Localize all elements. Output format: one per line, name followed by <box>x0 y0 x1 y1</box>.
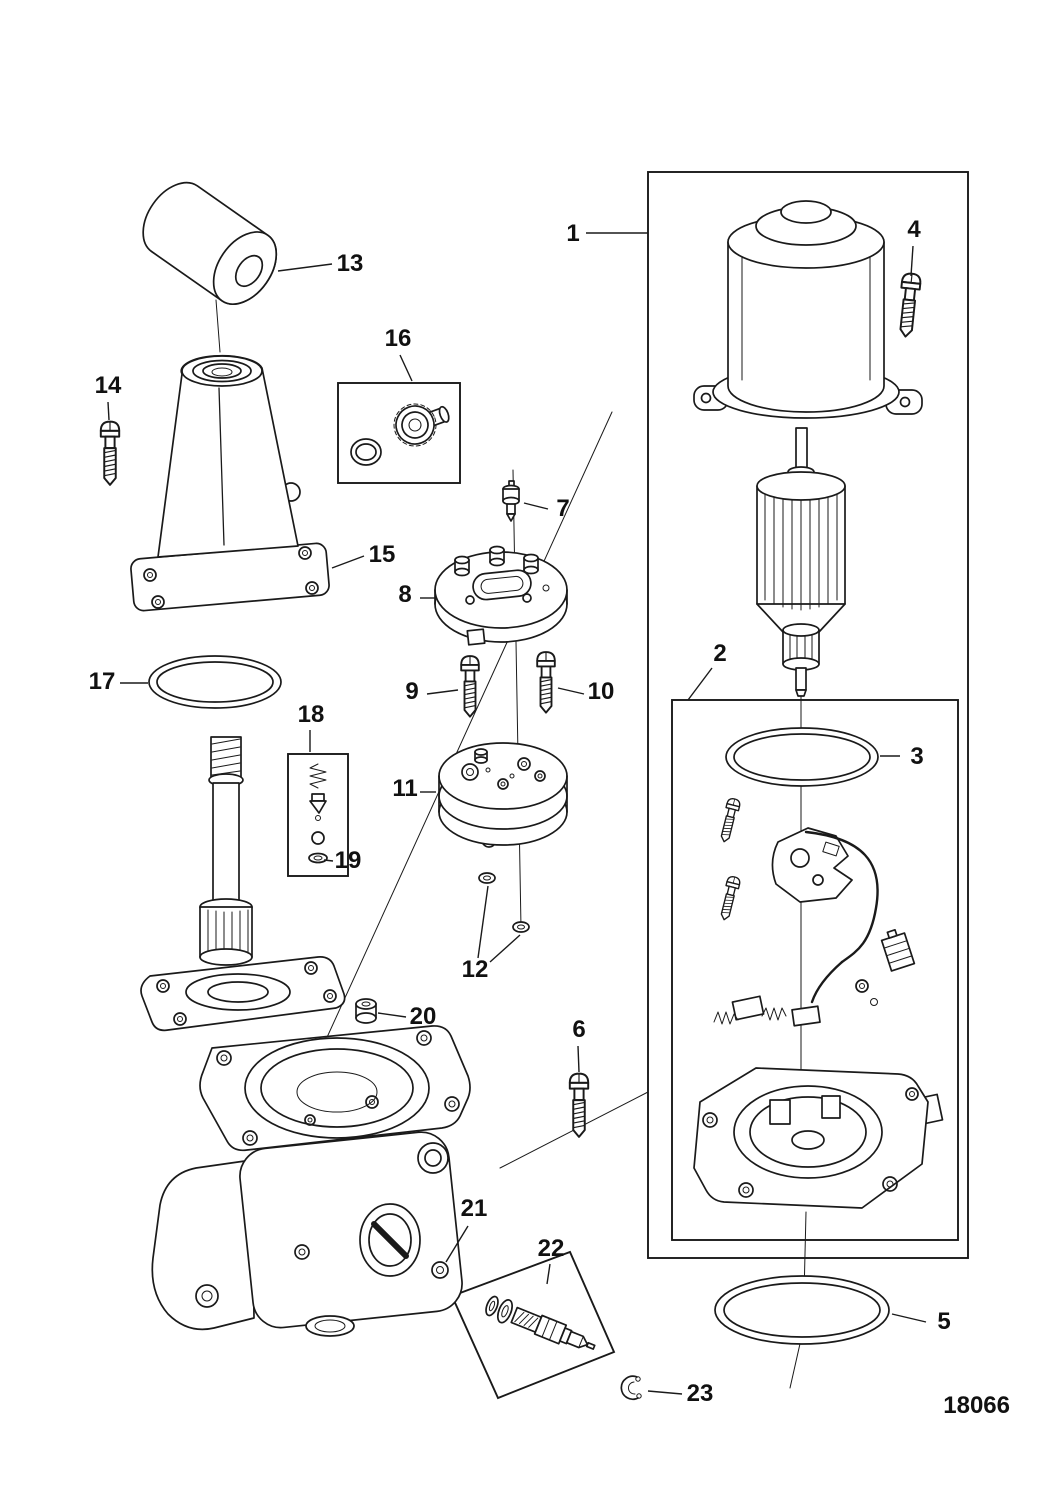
callout-14-label: 14 <box>95 372 122 399</box>
callout-7-label: 7 <box>556 495 569 522</box>
callout-3-label: 3 <box>910 743 923 770</box>
callout-9: 9 <box>405 678 459 705</box>
callout-11: 11 <box>392 775 436 802</box>
part-13-cap <box>142 181 278 305</box>
kit-16-box <box>337 382 461 484</box>
valve-spring <box>309 763 327 789</box>
callout-23-label: 23 <box>687 1380 714 1407</box>
callout-10: 10 <box>557 678 615 705</box>
part-4-screw <box>895 271 923 339</box>
callout-10-label: 10 <box>588 678 615 705</box>
callout-11-label: 11 <box>392 775 417 802</box>
kit-22-valve-assembly <box>485 1295 596 1350</box>
part-20-fitting <box>355 998 377 1024</box>
motor-armature <box>756 427 846 697</box>
callout-21-label: 21 <box>461 1195 488 1222</box>
assembly-1-box <box>647 171 969 1259</box>
part-10-screw <box>536 651 556 714</box>
callout-5-label: 5 <box>937 1308 950 1335</box>
callout-13: 13 <box>277 250 364 277</box>
part-8-end-plate <box>434 545 568 646</box>
part-14-screw <box>99 420 121 486</box>
brush-retainer <box>771 827 853 903</box>
callout-23: 23 <box>647 1380 714 1407</box>
callout-22: 22 <box>538 1235 565 1285</box>
part-23-retaining-ring <box>620 1375 642 1401</box>
callout-3: 3 <box>880 743 924 770</box>
callout-2: 2 <box>687 640 727 701</box>
part-16-fill-cap <box>393 403 450 447</box>
housing-mount-bracket <box>151 1159 255 1331</box>
callout-17-label: 17 <box>89 668 116 695</box>
manifold-ports <box>461 748 546 790</box>
callout-15-label: 15 <box>369 541 396 568</box>
pump-shaft <box>199 736 253 966</box>
brush-plate-screw-a <box>717 796 742 844</box>
callout-18-label: 18 <box>298 701 325 728</box>
callout-14: 14 <box>95 372 122 421</box>
callout-15: 15 <box>331 541 396 569</box>
callout-6: 6 <box>572 1016 586 1073</box>
part-16-o-ring <box>350 438 382 466</box>
part-5-o-ring <box>714 1275 890 1345</box>
assembly-2-box <box>671 699 959 1241</box>
motor-end-frame <box>693 1067 944 1209</box>
part-6-screw <box>568 1072 590 1138</box>
part-15-reservoir-cover <box>130 354 330 612</box>
drawing-number: 18066 <box>943 1392 1010 1419</box>
callout-22-label: 22 <box>538 1235 565 1262</box>
kit-22-box <box>450 1250 616 1400</box>
kit-16-fill-cap <box>350 403 450 466</box>
callout-20: 20 <box>377 1003 437 1030</box>
brush-plate-assembly <box>713 796 916 1027</box>
housing-bottom-port <box>305 1315 355 1337</box>
callout-16: 16 <box>385 325 413 382</box>
kit-18-box <box>287 753 349 877</box>
callout-16-label: 16 <box>385 325 412 352</box>
callout-1-label: 1 <box>566 220 579 247</box>
terminal-connector <box>880 928 916 972</box>
callout-19: 19 <box>323 847 362 874</box>
brush-lead-wire <box>804 830 879 964</box>
callout-4-label: 4 <box>907 216 921 243</box>
valve-poppet <box>311 793 325 802</box>
callout-4: 4 <box>907 216 921 277</box>
valve-seat <box>308 852 328 864</box>
callout-7: 7 <box>523 495 570 522</box>
motor-end-cap <box>693 200 923 419</box>
check-ball <box>311 831 325 845</box>
callout-19-label: 19 <box>335 847 362 874</box>
callout-6-label: 6 <box>572 1016 585 1043</box>
callout-8: 8 <box>398 581 436 608</box>
callout-12: 12 <box>462 885 521 983</box>
callout-5: 5 <box>891 1308 951 1335</box>
kit-18-19-valve-components <box>308 763 328 864</box>
callout-9-label: 9 <box>405 678 418 705</box>
part-12-washers <box>478 872 530 933</box>
part-21-nut <box>431 1261 449 1279</box>
part-17-o-ring <box>148 655 282 709</box>
callout-1: 1 <box>566 220 648 247</box>
callout-12-label: 12 <box>462 956 489 983</box>
callout-2-label: 2 <box>713 640 726 667</box>
end-plate-studs <box>454 545 539 577</box>
brush-plate-screw-b <box>717 874 742 922</box>
callout-20-label: 20 <box>410 1003 437 1030</box>
callout-21: 21 <box>445 1195 488 1263</box>
part-7-valve <box>502 480 520 522</box>
motor-brushes <box>713 979 878 1027</box>
callout-18: 18 <box>298 701 325 752</box>
callout-17: 17 <box>89 668 148 695</box>
callout-8-label: 8 <box>398 581 411 608</box>
part-9-screw <box>460 655 480 718</box>
callout-13-label: 13 <box>337 250 364 277</box>
cover-flange-bolt-holes <box>143 546 319 609</box>
pump-housing <box>140 956 471 1337</box>
part-3-o-ring <box>725 727 879 787</box>
part-11-valve-body <box>438 742 568 848</box>
housing-side-port <box>417 1142 449 1174</box>
